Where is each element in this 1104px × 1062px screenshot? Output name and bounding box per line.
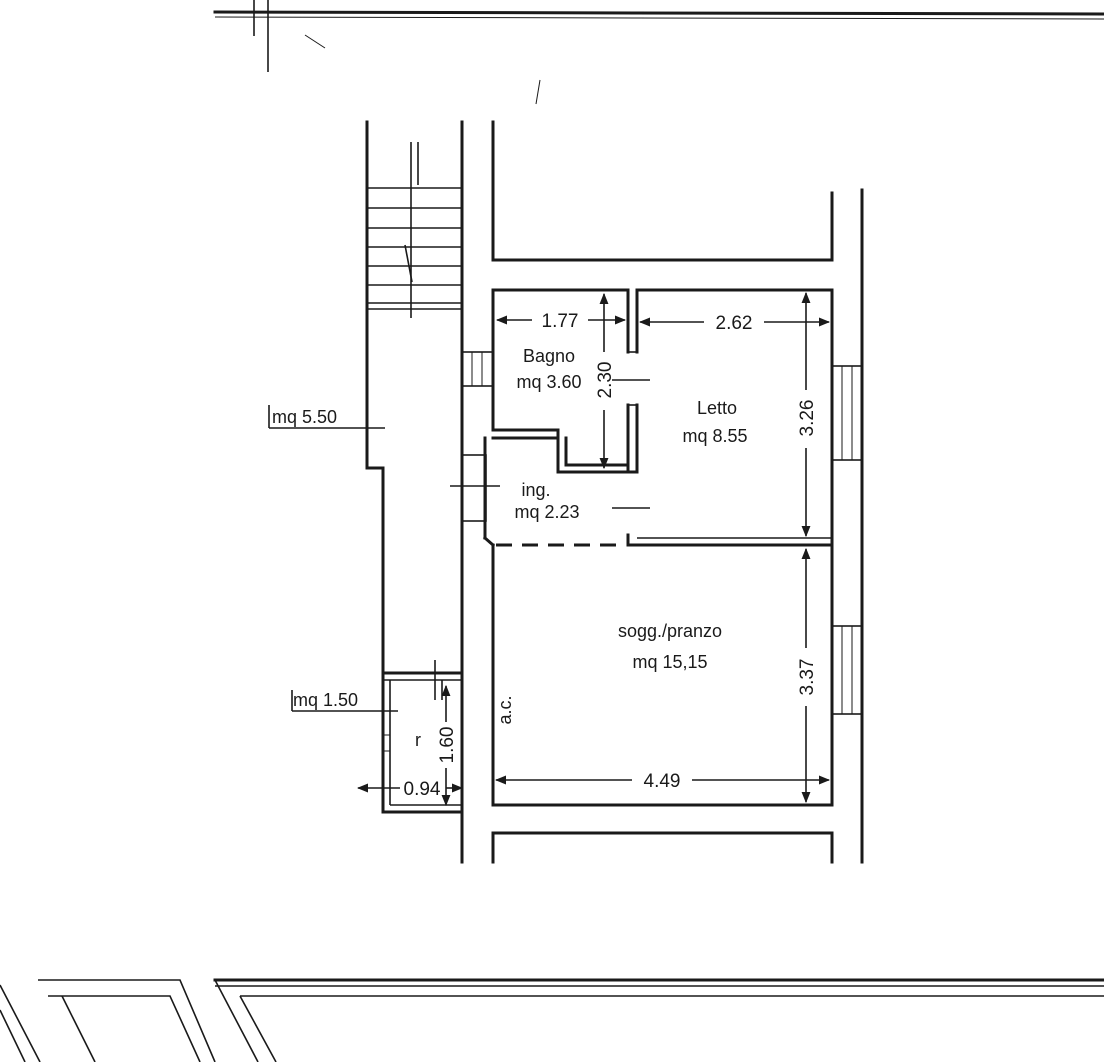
letto-name: Letto xyxy=(697,398,737,418)
soggiorno-area: mq 15,15 xyxy=(632,652,707,672)
letto-area: mq 8.55 xyxy=(682,426,747,446)
corridor-area: mq 5.50 xyxy=(272,407,337,427)
bagno-name: Bagno xyxy=(523,346,575,366)
letto-width-dim: 2.62 xyxy=(716,313,753,334)
ingresso-name: ing. xyxy=(521,480,550,500)
bottom-building-outline xyxy=(0,978,1104,1062)
balcony-area: mq 1.50 xyxy=(293,690,358,710)
ingresso-area: mq 2.23 xyxy=(514,502,579,522)
dimension-lines: 1.77 2.30 2.62 3.26 3.37 4.49 xyxy=(494,291,831,804)
ac-annotation: a.c. xyxy=(495,695,515,724)
bagno-height-dim: 2.30 xyxy=(595,362,616,399)
soggiorno-height-dim: 3.37 xyxy=(797,659,818,696)
soggiorno-width-dim: 4.49 xyxy=(644,771,681,792)
soggiorno-name: sogg./pranzo xyxy=(618,621,722,641)
room-labels: Bagno mq 3.60 Letto mq 8.55 ing. mq 2.23… xyxy=(495,346,748,725)
bagno-width-dim: 1.77 xyxy=(542,311,579,332)
corridor-area-label: mq 5.50 xyxy=(268,405,385,429)
internal-walls xyxy=(450,288,834,548)
ripostiglio: r mq 1.50 1.60 0.94 xyxy=(291,660,464,814)
ripostiglio-name: r xyxy=(415,730,421,750)
ripostiglio-width-dim: 0.94 xyxy=(404,779,441,800)
top-building-line xyxy=(213,0,1104,105)
letto-height-dim: 3.26 xyxy=(797,400,818,437)
ripostiglio-height-dim: 1.60 xyxy=(437,727,458,764)
bagno-area: mq 3.60 xyxy=(516,372,581,392)
